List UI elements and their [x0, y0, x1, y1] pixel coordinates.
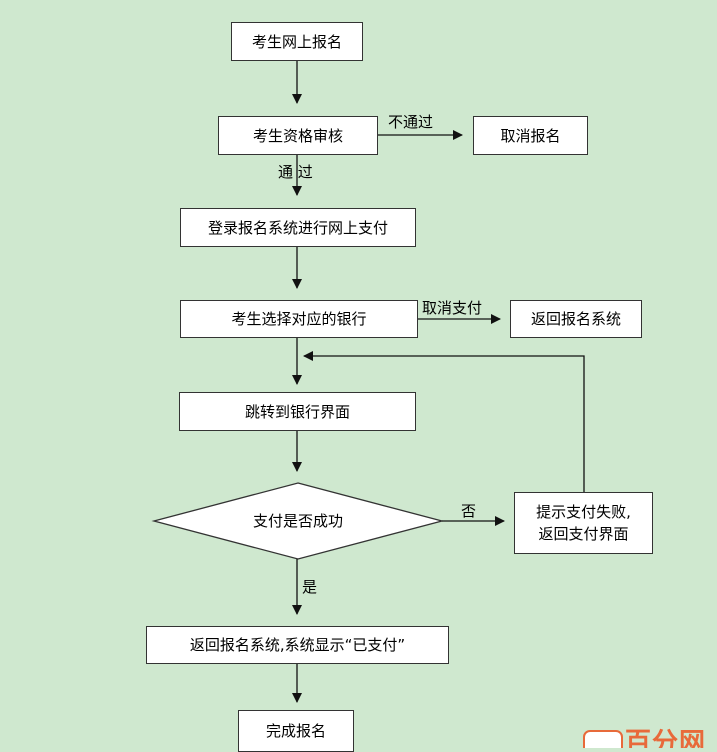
node-decision-label: 支付是否成功	[252, 512, 343, 530]
node-review-label: 考生资格审核	[252, 126, 343, 145]
watermark-text: 百分网	[625, 728, 707, 748]
watermark-logo: 百分网	[577, 728, 717, 748]
node-fail-line1: 提示支付失败,	[536, 503, 631, 521]
node-choose-bank-label: 考生选择对应的银行	[231, 310, 367, 328]
edge-label-pass: 通 过	[278, 163, 313, 181]
node-return-system: 返回报名系统	[510, 300, 642, 338]
edge-label-not-pass: 不通过	[388, 113, 434, 131]
node-login-pay-label: 登录报名系统进行网上支付	[207, 218, 388, 237]
node-review: 考生资格审核	[218, 116, 378, 155]
edge-label-cancel-pay: 取消支付	[422, 299, 483, 317]
node-choose-bank: 考生选择对应的银行	[180, 300, 418, 338]
node-paid-label: 返回报名系统,系统显示“已支付”	[189, 636, 406, 654]
watermark-badge-icon	[583, 730, 623, 748]
arrow-fail-loop-back	[303, 351, 585, 492]
edge-label-no: 否	[461, 502, 477, 520]
node-finish-label: 完成报名	[265, 722, 326, 740]
node-fail-line2: 返回支付界面	[538, 525, 629, 543]
node-cancel-registration: 取消报名	[473, 116, 588, 155]
node-start-label: 考生网上报名	[251, 32, 342, 51]
node-jump-bank: 跳转到银行界面	[179, 392, 416, 431]
edge-label-yes: 是	[302, 578, 318, 596]
node-finish: 完成报名	[238, 710, 354, 752]
node-jump-bank-label: 跳转到银行界面	[244, 402, 350, 421]
node-login-pay: 登录报名系统进行网上支付	[180, 208, 416, 247]
node-return-system-label: 返回报名系统	[530, 310, 621, 328]
node-cancel-registration-label: 取消报名	[500, 126, 561, 145]
decision-diamond	[151, 482, 445, 560]
node-paid: 返回报名系统,系统显示“已支付”	[146, 626, 449, 664]
node-start: 考生网上报名	[231, 22, 363, 61]
node-fail: 提示支付失败, 返回支付界面	[514, 492, 653, 554]
